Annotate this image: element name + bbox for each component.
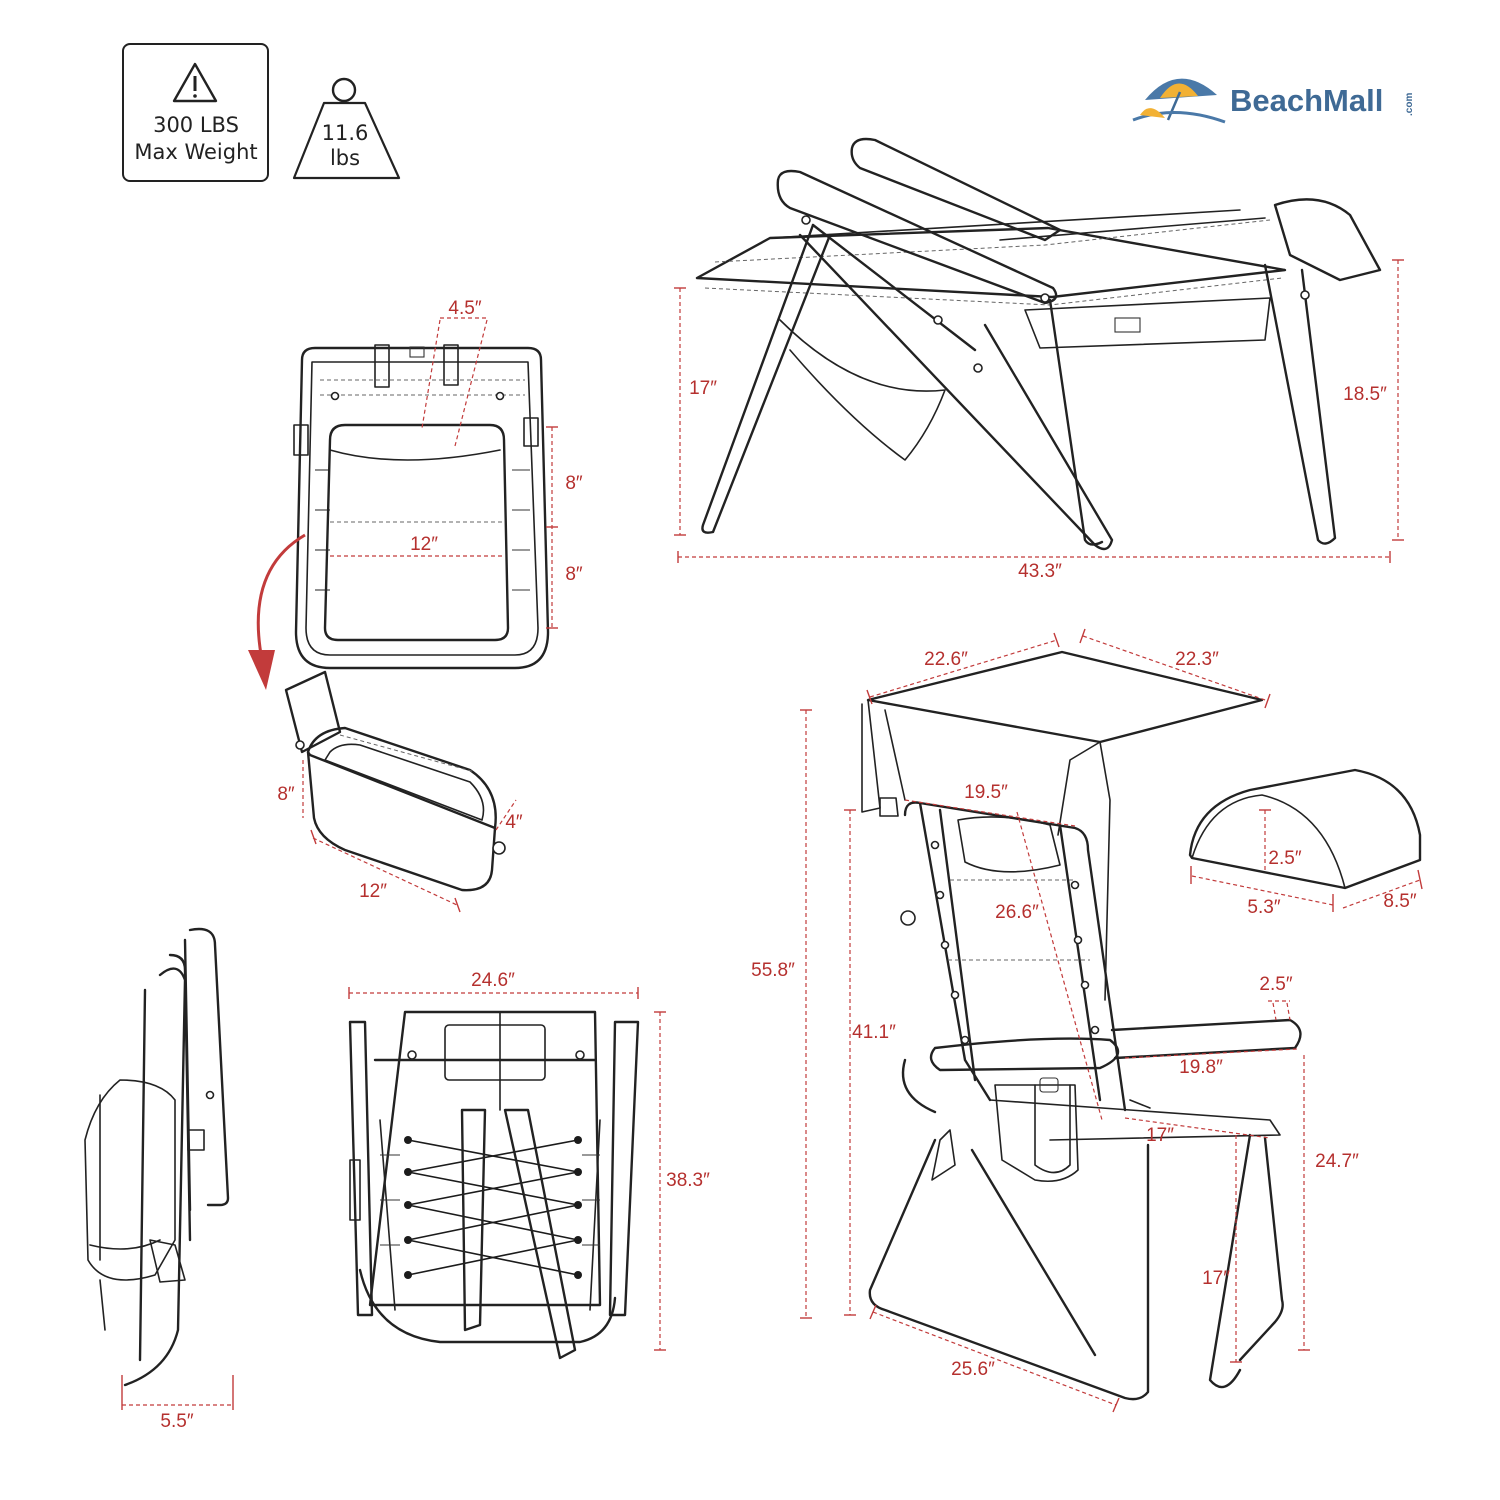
kettlebell-weight-icon (292, 77, 401, 180)
chair-weight-badge: 11.6 lbs (292, 77, 401, 180)
folded-side-dimensions: 5.5″ (121, 1375, 234, 1432)
cooler-bag-dimensions: 8″ 4″ 12″ (277, 760, 523, 913)
cooler-bag-length-label: 12″ (359, 881, 387, 902)
overall-height-label: 55.8″ (751, 960, 795, 981)
folded-side-drawing (84, 927, 230, 1387)
cooler-top-view-dimensions: 4.5″ 8″ 8″ 12″ (330, 298, 583, 629)
max-weight-label: Max Weight (134, 140, 257, 164)
reclined-length-label: 43.3″ (1018, 561, 1062, 582)
reclined-chair-dimensions: 17″ 18.5″ 43.3″ (674, 259, 1404, 582)
reclined-chair-drawing (695, 137, 1382, 551)
cooler-bag-height-label: 8″ (277, 784, 295, 805)
upright-chair-drawing (861, 650, 1302, 1401)
armrest-width-label: 2.5″ (1259, 974, 1292, 995)
canopy-width-label: 22.6″ (924, 649, 968, 670)
upper-height-label: 8″ (565, 473, 583, 494)
back-top-height-label: 41.1″ (852, 1022, 896, 1043)
chair-weight-unit: lbs (330, 146, 360, 170)
cooler-bag-depth-label: 4″ (505, 812, 523, 833)
brand-name: BeachMall (1230, 83, 1383, 118)
detach-arrow-icon (248, 533, 306, 690)
back-width-label: 19.5″ (964, 782, 1008, 803)
pillow-height-label: 2.5″ (1268, 848, 1301, 869)
folded-width-label: 24.6″ (471, 970, 515, 991)
warning-triangle-icon (172, 62, 218, 103)
pillow-width-label-2: 5.3″ (1247, 897, 1280, 918)
cooler-bag-drawing (284, 670, 506, 892)
headrest-pillow-drawing (1188, 768, 1422, 890)
back-height-label: 26.6″ (995, 902, 1039, 923)
lower-height-label: 8″ (565, 564, 583, 585)
armrest-length-label: 19.8″ (1179, 1057, 1223, 1078)
pillow-width-label: 4.5″ (448, 298, 481, 319)
folded-height-label: 38.3″ (666, 1170, 710, 1191)
reclined-front-height-label: 17″ (689, 378, 717, 399)
upright-chair-dimensions: 22.6″ 22.3″ 19.5″ 26.6″ 55.8″ 41.1″ 2.5″… (751, 628, 1359, 1413)
pillow-dimensions: 2.5″ 5.3″ 8.5″ (1190, 809, 1423, 918)
chair-weight-value: 11.6 (322, 121, 369, 145)
arm-height-label: 24.7″ (1315, 1151, 1359, 1172)
folded-back-drawing (348, 1010, 640, 1360)
brand-logo: BeachMall .com (1132, 78, 1415, 124)
cooler-top-view-drawing (293, 344, 550, 670)
max-weight-value: 300 LBS (153, 113, 239, 137)
reclined-back-height-label: 18.5″ (1343, 384, 1387, 405)
base-depth-label: 25.6″ (951, 1359, 995, 1380)
beach-umbrella-logo-icon (1132, 78, 1226, 124)
pillow-length-label: 8.5″ (1383, 891, 1416, 912)
seat-height-label: 17″ (1202, 1268, 1230, 1289)
canopy-depth-label: 22.3″ (1175, 649, 1219, 670)
seat-depth-label: 17″ (1146, 1125, 1174, 1146)
max-weight-badge: 300 LBS Max Weight (122, 43, 269, 182)
brand-suffix: .com (1404, 93, 1415, 116)
folded-back-dimensions: 24.6″ 38.3″ (348, 970, 710, 1351)
cooler-width-label: 12″ (410, 534, 438, 555)
folded-thickness-label: 5.5″ (160, 1411, 193, 1432)
